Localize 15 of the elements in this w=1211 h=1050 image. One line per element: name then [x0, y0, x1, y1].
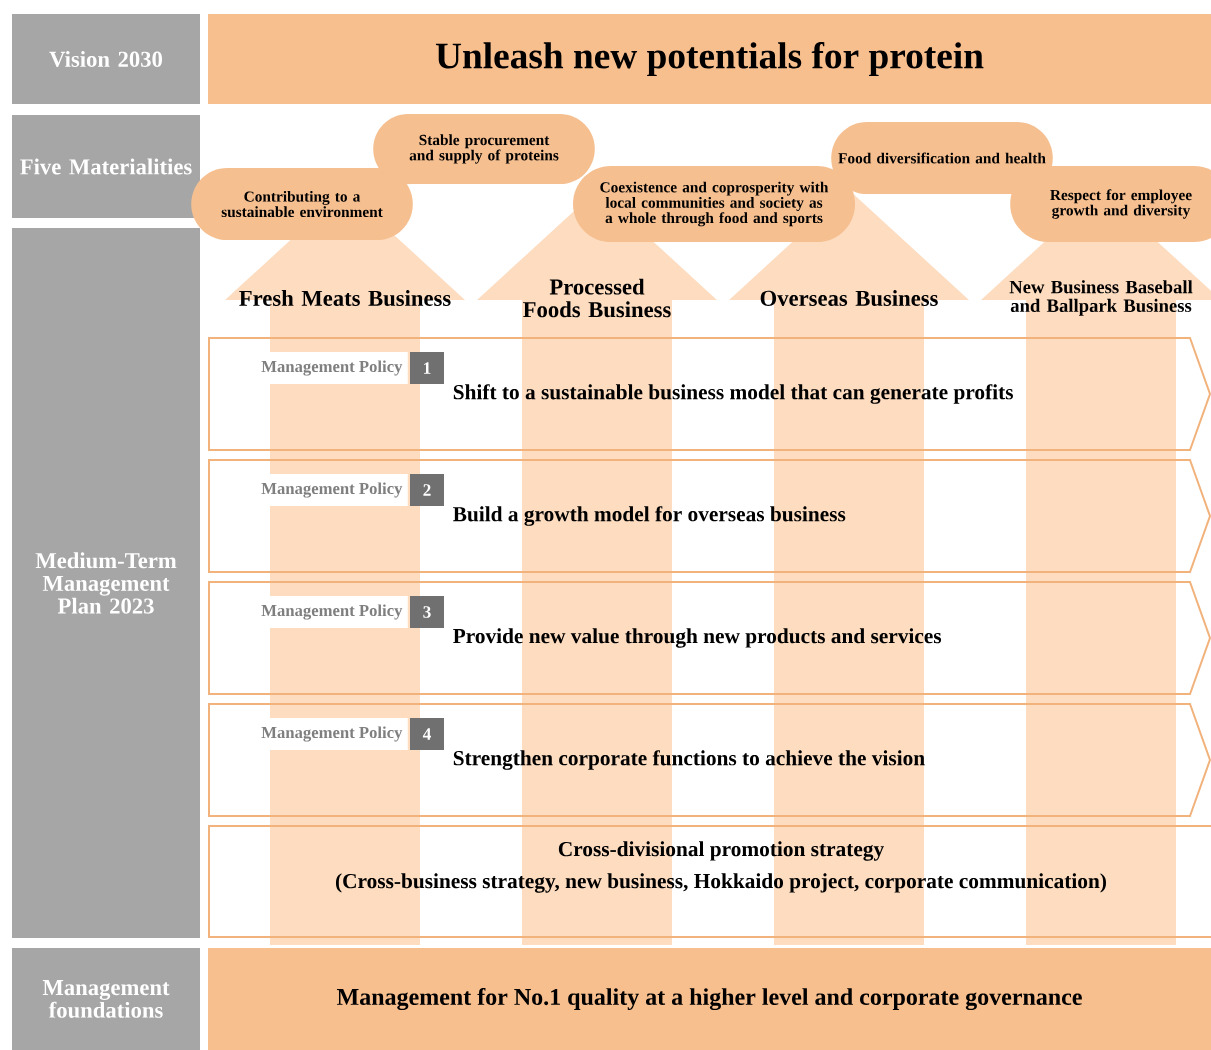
- row-header: Vision 2030: [12, 14, 200, 104]
- strategy-box: Cross-divisional promotion strategy (Cross-business strategy, new business, Hokkaido project, corporate communication): [208, 825, 1211, 938]
- policy-box: Management Policy 1 Shift to a sustainable business model that can generate profits: [208, 337, 1211, 451]
- materiality-pill: Stable procurement and supply of proteins: [373, 114, 595, 184]
- policy-box: Management Policy 3 Provide new value through new products and services: [208, 581, 1211, 695]
- policy-box: Management Policy 2 Build a growth model for overseas business: [208, 459, 1211, 573]
- materiality-pill: Contributing to a sustainable environment: [191, 168, 413, 240]
- row-header: Five Materialities: [12, 115, 200, 218]
- title-banner: Unleash new potentials for protein: [208, 14, 1211, 104]
- row-header: Management foundations: [12, 948, 200, 1050]
- foundation-banner: Management for No.1 quality at a higher level and corporate governance: [208, 948, 1211, 1050]
- policy-box: Management Policy 4 Strengthen corporate functions to achieve the vision: [208, 703, 1211, 817]
- materiality-pill: Coexistence and coprosperity with local communities and society as a whole through food and sports: [573, 166, 855, 242]
- row-header: Medium-Term Management Plan 2023: [12, 228, 200, 938]
- materiality-pill: Respect for employee growth and diversity: [1010, 166, 1211, 242]
